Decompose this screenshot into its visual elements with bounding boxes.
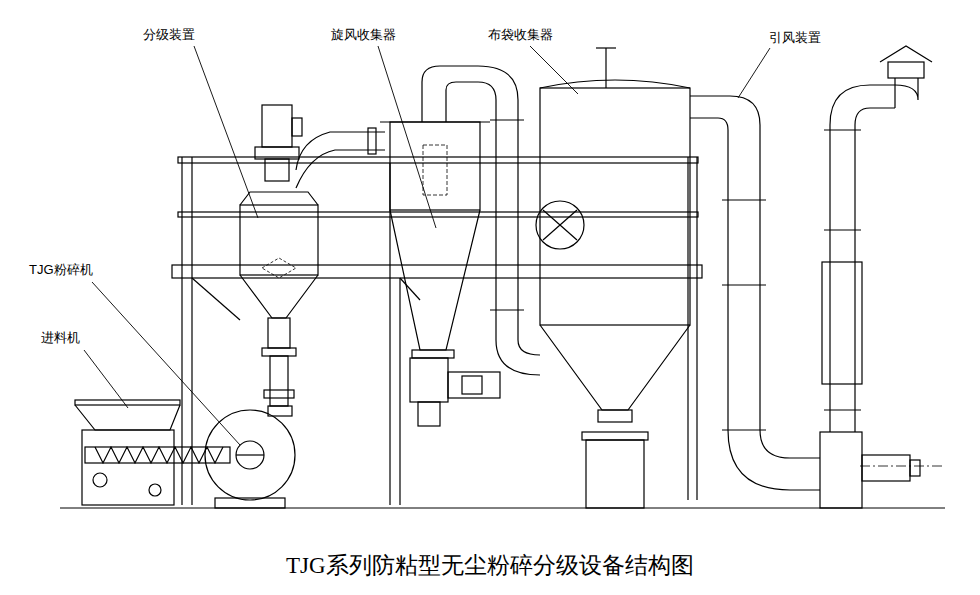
- part-label: TJG粉碎机: [28, 262, 94, 278]
- part-label: 引风装置: [768, 30, 822, 46]
- part-label: 布袋收集器: [487, 27, 554, 43]
- part-label: 分级装置: [142, 27, 196, 43]
- part-label: 进料机: [40, 330, 81, 346]
- figure-caption: TJG系列防粘型无尘粉碎分级设备结构图: [286, 552, 694, 580]
- part-label: 旋风收集器: [330, 27, 397, 43]
